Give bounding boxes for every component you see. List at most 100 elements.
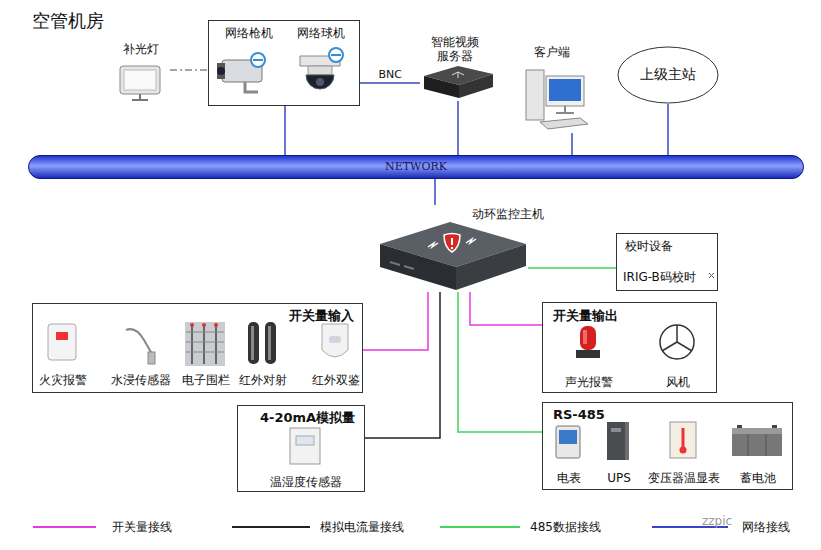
- legend-line: [33, 526, 96, 528]
- device-item: 蓄电池: [736, 415, 780, 487]
- connector-line: [457, 101, 459, 155]
- device-item: 红外对射: [237, 316, 289, 389]
- device-item: 火灾报警: [35, 316, 91, 389]
- node-label: RS-485: [553, 407, 605, 423]
- temp-humidity-icon: [290, 428, 320, 464]
- node-label: UPS: [602, 471, 636, 485]
- client-node: 客户端: [518, 43, 590, 133]
- meter-icon: [556, 426, 580, 458]
- output-box: 开关量输出声光报警 风机: [542, 302, 717, 393]
- battery-icon: [772, 425, 777, 428]
- fire-alarm-icon: [48, 324, 76, 360]
- monitor-host-icon: [428, 239, 476, 247]
- infrared-beam-icon: [268, 326, 271, 360]
- cross-mark: [30, 164, 799, 278]
- watermark: zzpic: [702, 514, 732, 528]
- electric-fence-icon: [185, 322, 225, 366]
- legend-text: 485数据接线: [530, 520, 601, 534]
- node-label: 动环监控主机: [472, 207, 554, 221]
- connector-line: [470, 292, 542, 325]
- time-sync-box: 校时设备IRIG-B码校时: [616, 233, 718, 291]
- legend-text: 模拟电流量接线: [320, 520, 404, 534]
- client-pc-icon: [540, 118, 588, 129]
- dual-detector-icon: [322, 324, 348, 357]
- fill-light-icon: [120, 66, 160, 94]
- device-item: 风机: [658, 315, 698, 391]
- fill-light-icon: [120, 66, 160, 100]
- node-label: 红外对射: [237, 373, 289, 387]
- node-label: 电表: [552, 471, 586, 485]
- node-label: 温湿度传感器: [266, 475, 346, 489]
- client-pc-icon: [546, 76, 584, 106]
- client-pc-icon: [526, 70, 544, 120]
- dome-camera-icon: [329, 48, 343, 62]
- video-server-icon: [424, 76, 459, 98]
- electric-fence-icon: [192, 324, 216, 364]
- node-label: 校时设备: [625, 239, 673, 253]
- battery-icon: [732, 428, 782, 434]
- input-box: 开关量输入火灾报警水浸传感器电子围栏红外对射红外双鉴: [32, 303, 363, 393]
- dual-detector-icon: [322, 324, 348, 357]
- battery-icon: [748, 434, 766, 456]
- transformer-gauge-icon: [670, 422, 696, 458]
- device-item: 声光报警: [561, 315, 617, 391]
- electric-fence-icon: [202, 323, 206, 327]
- connector-line: [365, 292, 440, 438]
- meter-icon: [556, 426, 580, 458]
- node-label: 4-20mA模拟量: [260, 410, 355, 426]
- fan-icon: [660, 325, 694, 359]
- connector-line: [528, 267, 616, 269]
- node-label: 电子围栏: [178, 373, 234, 387]
- dome-camera-icon: [331, 54, 341, 56]
- network-tube: [29, 156, 804, 179]
- gun-camera-icon: [251, 53, 265, 67]
- electric-fence-icon: [186, 332, 224, 352]
- monitor-host-icon: [456, 244, 526, 290]
- electric-fence-icon: [185, 322, 225, 366]
- node-label: 变压器温显表: [646, 471, 722, 485]
- gun-camera-icon: [217, 63, 225, 79]
- video-server-icon: [452, 72, 464, 78]
- transformer-gauge-icon: [670, 422, 696, 458]
- node-label: NETWORK: [28, 160, 804, 174]
- water-sensor-icon: [126, 329, 155, 364]
- dual-detector-icon: [329, 336, 341, 343]
- node-label: 风机: [658, 375, 698, 389]
- gun-camera-icon: [253, 59, 263, 61]
- monitor-host-icon: [451, 238, 453, 249]
- node-label: 开关量输出: [553, 308, 618, 324]
- node-label: 蓄电池: [736, 471, 780, 485]
- node-label: 声光报警: [561, 375, 617, 389]
- battery-icon: [732, 425, 782, 456]
- ups-icon: [611, 428, 621, 432]
- monitor-host-icon: [444, 234, 460, 253]
- fill-light-icon: [132, 94, 148, 100]
- node-label: 火灾报警: [35, 373, 91, 387]
- node-label: 客户端: [526, 45, 578, 59]
- temp-humidity-icon: [296, 436, 314, 445]
- monitor-host-icon: [390, 262, 414, 269]
- alarm-light-icon: [576, 326, 600, 358]
- connector-line: [434, 179, 436, 205]
- fire-alarm-icon: [56, 332, 68, 340]
- video-server-icon: [424, 66, 493, 98]
- battery-icon: [732, 434, 782, 456]
- device-item: 电子围栏: [178, 316, 234, 389]
- device-item: 温湿度传感器: [266, 418, 346, 491]
- monitor-host-icon: [380, 244, 456, 290]
- infrared-beam-icon: [251, 326, 254, 360]
- video-server-icon: [459, 74, 493, 98]
- client-pc-icon: [526, 70, 588, 129]
- monitor-host-node: 动环监控主机: [378, 205, 528, 292]
- water-sensor-icon: [148, 352, 155, 364]
- infrared-beam-icon: [248, 322, 259, 364]
- monitor-host-icon: [380, 222, 526, 290]
- node-sublabel: 网络球机: [291, 26, 351, 40]
- station-ellipse-outline: [618, 47, 718, 103]
- fill-light-node: 补光灯: [112, 42, 170, 104]
- node-label: 开关量输入: [289, 308, 354, 324]
- infrared-beam-icon: [248, 322, 276, 364]
- connector-line: [458, 292, 542, 432]
- fan-icon: [662, 325, 692, 351]
